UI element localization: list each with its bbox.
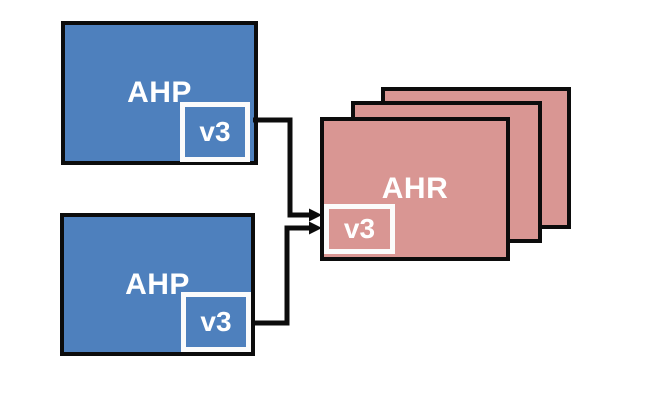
- ahp-top-node: AHP v3: [61, 21, 258, 165]
- ahp-bottom-label: AHP: [125, 267, 190, 301]
- ahp-bottom-node: AHP v3: [60, 213, 255, 356]
- ahr-version-badge: v3: [324, 204, 395, 254]
- ahp-bottom-version-label: v3: [200, 306, 232, 337]
- ahr-version-label: v3: [343, 213, 376, 244]
- ahp-bottom-version-badge: v3: [181, 292, 251, 352]
- ahr-label: AHR: [381, 172, 449, 205]
- connector-ahp-top-to-ahr: [253, 117, 311, 218]
- ahp-top-version-label: v3: [199, 116, 231, 147]
- connector-ahp-bottom-to-ahr: [252, 225, 311, 326]
- ahp-top-version-badge: v3: [180, 102, 250, 162]
- ahr-front-node: AHR v3: [320, 117, 510, 261]
